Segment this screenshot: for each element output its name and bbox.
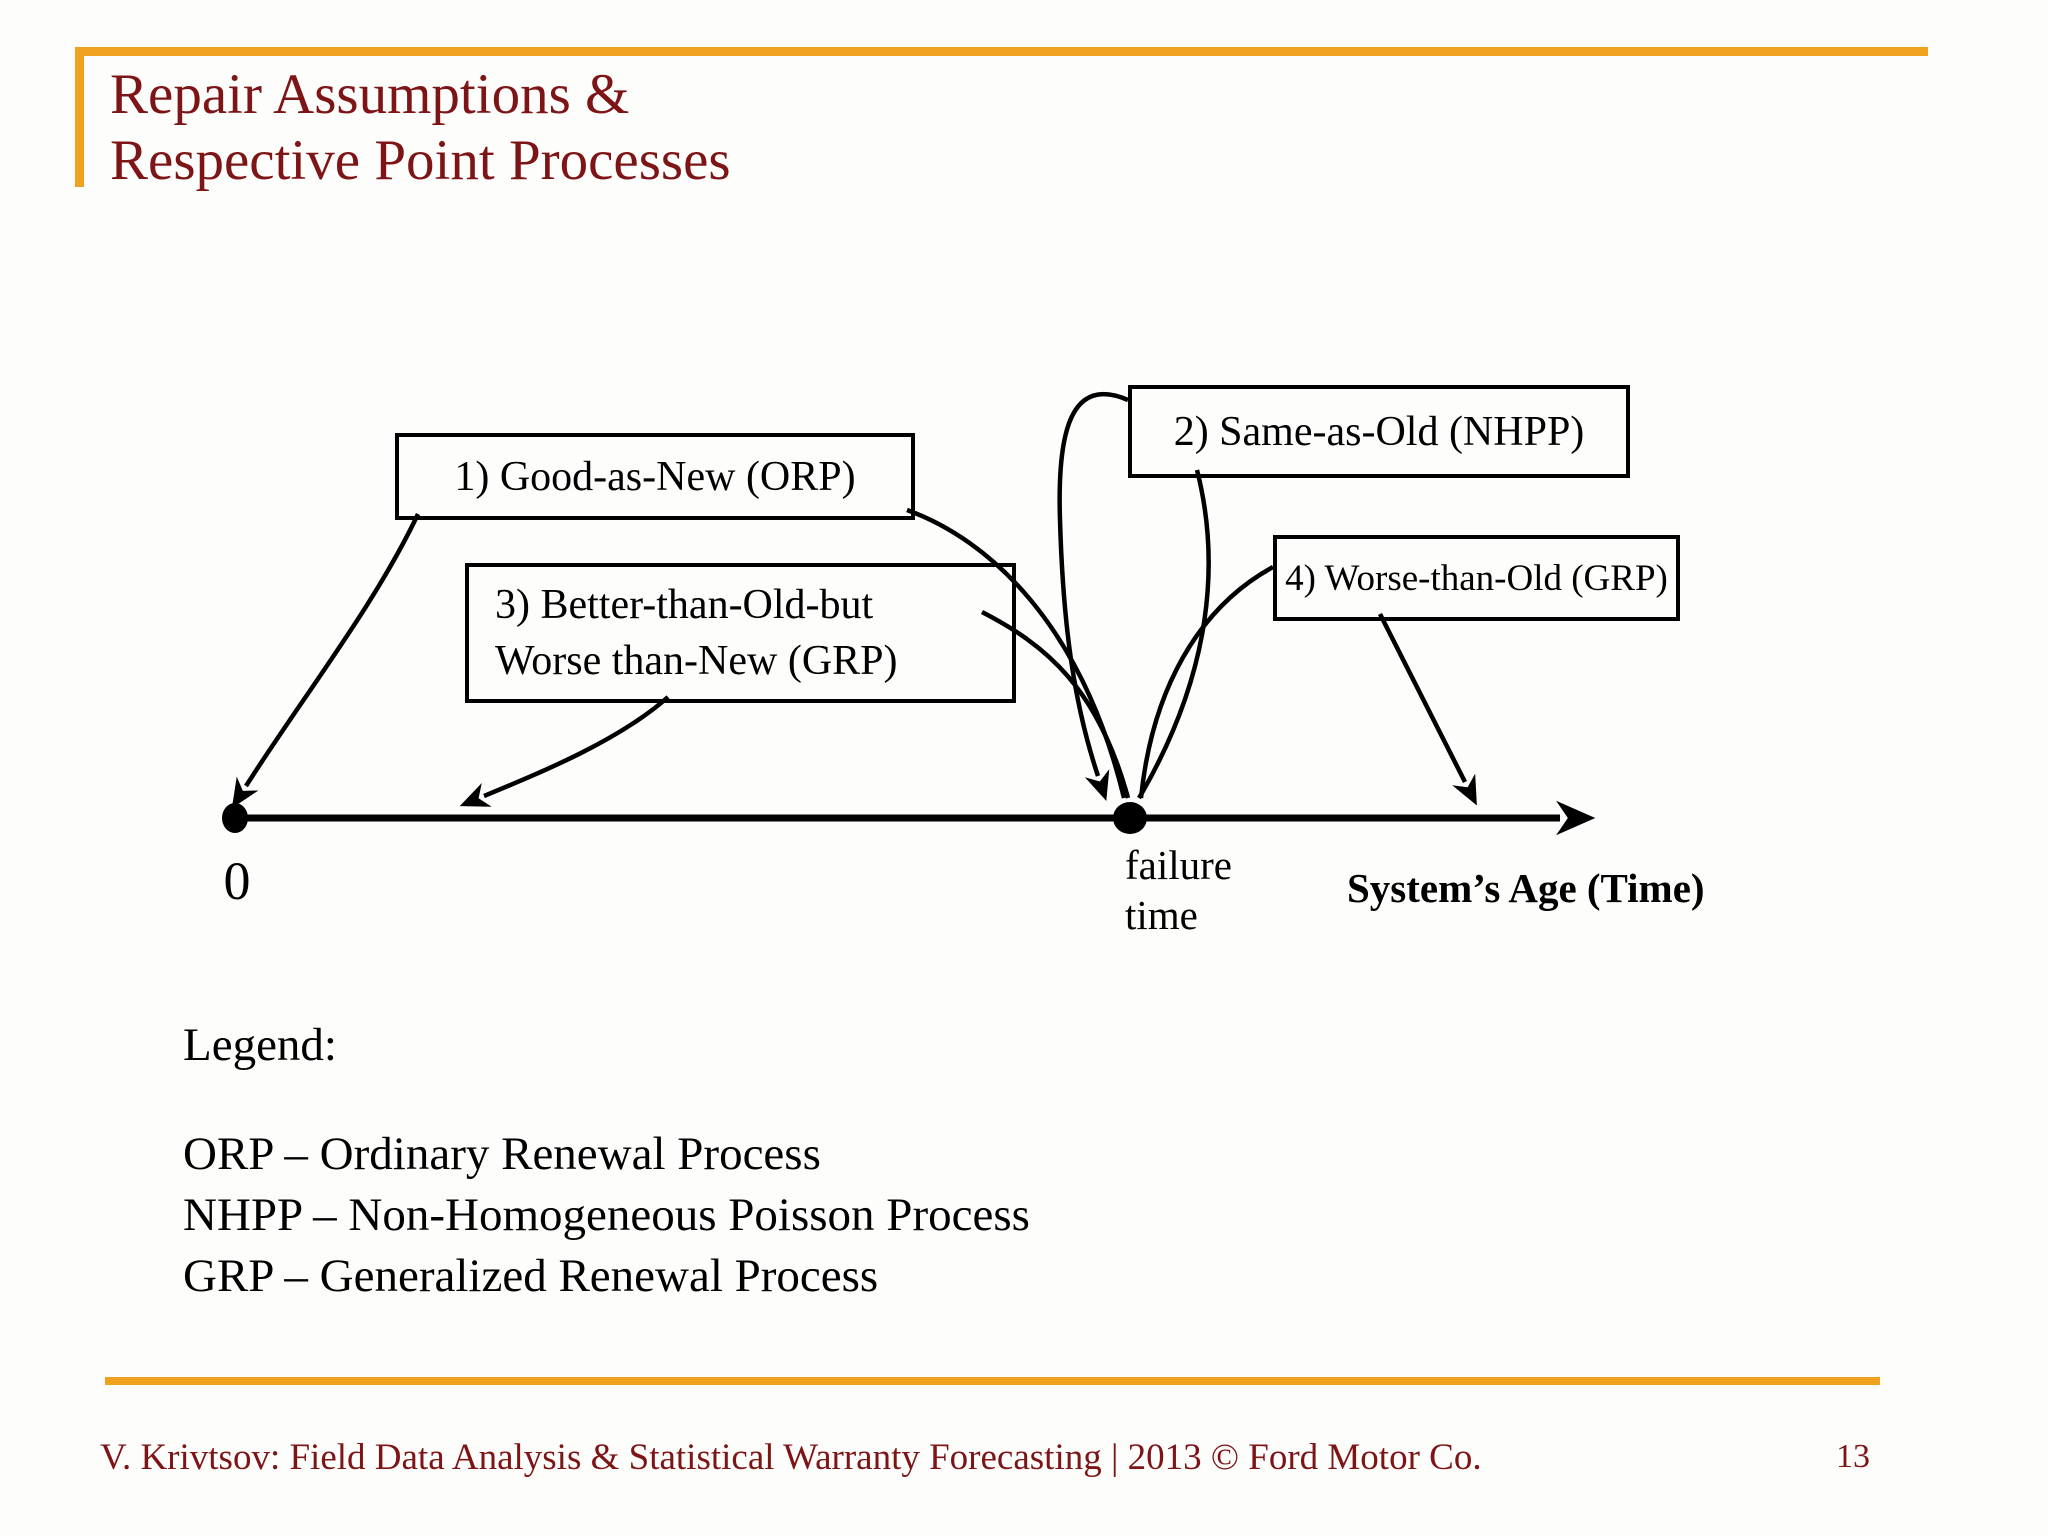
legend-item-grp: GRP – Generalized Renewal Process: [183, 1250, 879, 1302]
arrow-good-as-new-to-zero: [231, 513, 421, 809]
axis-title: System’s Age (Time): [1347, 865, 1705, 911]
failure-time-point: [1113, 802, 1147, 834]
arrow-same-as-old-loop: [1057, 392, 1129, 801]
legend-item-nhpp: NHPP – Non-Homogeneous Poisson Process: [183, 1189, 1030, 1241]
top-accent-rule: [75, 47, 1928, 56]
slide-title-line2: Respective Point Processes: [110, 129, 731, 192]
box-better-than-old-label-line2: Worse than-New (GRP): [495, 638, 898, 684]
connector-box4-from-failure: [1138, 565, 1275, 799]
origin-point: [222, 803, 248, 833]
box-same-as-old-label: 2) Same-as-Old (NHPP): [1173, 408, 1585, 455]
box-worse-than-old-label: 4) Worse-than-Old (GRP): [1285, 557, 1668, 599]
legend-heading: Legend:: [183, 1019, 337, 1071]
box-better-than-old: 3) Better-than-Old-but Worse than-New (G…: [465, 563, 1016, 703]
slide-title: Repair Assumptions & Respective Point Pr…: [110, 62, 731, 194]
connector-box3-from-failure: [980, 610, 1131, 799]
left-accent-rule: [75, 47, 84, 187]
box-worse-than-old: 4) Worse-than-Old (GRP): [1273, 535, 1680, 621]
axis-origin-label: 0: [223, 851, 251, 911]
failure-time-label: failure time: [1125, 840, 1232, 940]
legend-item-orp: ORP – Ordinary Renewal Process: [183, 1128, 821, 1180]
legend: Legend: ORP – Ordinary Renewal Process N…: [183, 1018, 1030, 1307]
arrow-worse-than-old-to-axis: [1377, 612, 1477, 806]
page-number: 13: [1836, 1438, 1870, 1475]
bottom-accent-rule: [105, 1377, 1880, 1385]
box-good-as-new-label: 1) Good-as-New (ORP): [454, 453, 856, 500]
box-good-as-new: 1) Good-as-New (ORP): [395, 433, 915, 520]
box-same-as-old: 2) Same-as-Old (NHPP): [1128, 385, 1630, 478]
footer-credit: V. Krivtsov: Field Data Analysis & Stati…: [100, 1437, 1482, 1478]
failure-time-label-line1: failure: [1125, 842, 1232, 888]
box-better-than-old-label-line1: 3) Better-than-Old-but: [495, 582, 874, 628]
arrow-better-than-old-to-axis: [459, 695, 670, 807]
slide-title-line1: Repair Assumptions &: [110, 63, 630, 126]
connector-box2-from-failure: [1137, 469, 1211, 800]
failure-time-label-line2: time: [1125, 892, 1198, 938]
